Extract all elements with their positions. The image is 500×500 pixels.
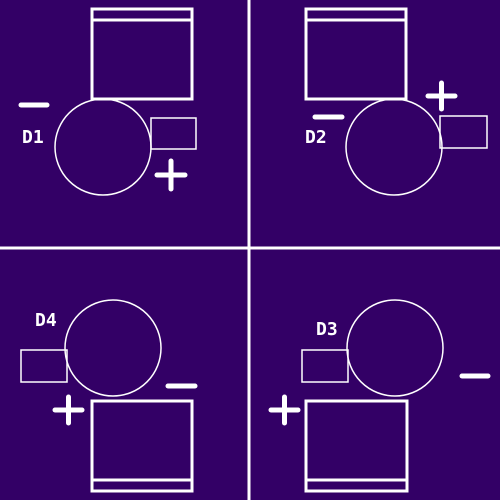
component-d2: D2 (304, 7, 488, 196)
d2-label: D2 (305, 127, 327, 148)
d3-plus-sign (268, 394, 301, 426)
d3-lead-tab (301, 349, 349, 383)
d2-plus-sign (425, 80, 458, 112)
d4-label: D4 (35, 310, 57, 331)
component-d1: D1 (18, 7, 197, 196)
component-d3: D3 (268, 299, 491, 493)
d3-body-circle (346, 299, 444, 397)
d4-lead-tab (20, 349, 68, 383)
d2-body-circle (345, 98, 443, 196)
d2-pad-outline (304, 7, 408, 101)
d3-label: D3 (316, 319, 338, 340)
d3-pad-outline (304, 399, 409, 493)
d1-pad-outline (90, 7, 194, 101)
d4-pad-outline (90, 399, 194, 493)
d1-lead-tab (150, 117, 197, 150)
d1-plus-sign (154, 158, 188, 192)
d1-label: D1 (22, 127, 44, 148)
d4-body-circle (64, 299, 162, 397)
component-d4: D4 (20, 299, 198, 493)
d4-plus-sign (52, 394, 85, 426)
d2-lead-tab (439, 115, 488, 149)
